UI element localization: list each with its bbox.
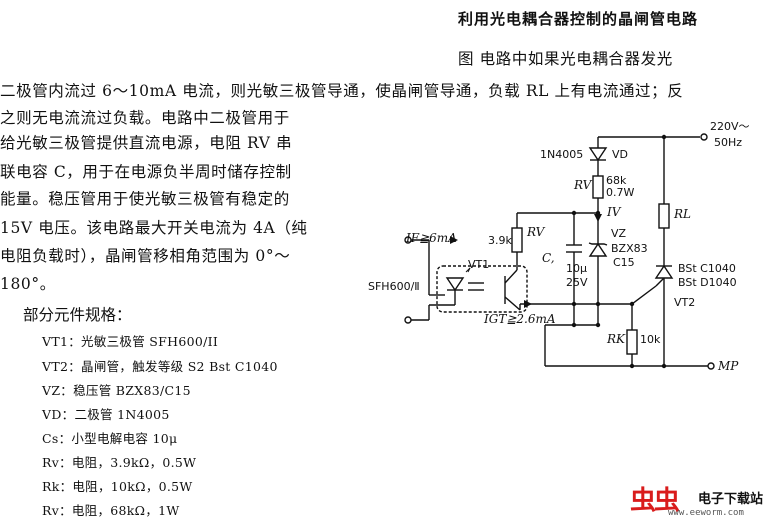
- vt1-label: VT1: [468, 258, 489, 271]
- site-logo: 虫虫 电子下载站 www.eeworm.com: [628, 478, 778, 522]
- paragraph-line: 15V 电压。该电路最大开关电流为 4A（纯: [0, 219, 308, 237]
- vd-part-label: 1N4005: [540, 148, 583, 161]
- page-title: 利用光电耦合器控制的晶闸管电路: [458, 10, 699, 28]
- spec-item: Rk：电阻，10kΩ，0.5W: [42, 479, 193, 494]
- paragraph-line: 二极管内流过 6～10mA 电流，则光敏三极管导通，使晶闸管导通，负载 RL 上…: [0, 82, 684, 100]
- rv-left-value: 3.9k: [488, 234, 512, 247]
- resistor-rk: [626, 329, 638, 355]
- igt-arrow: [524, 300, 532, 308]
- logo-name-text: 电子下载站: [698, 492, 764, 507]
- rv-top-label: RV: [573, 178, 593, 192]
- spec-heading: 部分元件规格：: [23, 306, 132, 324]
- opto-led: [445, 277, 465, 292]
- paragraph-line: 给光敏三极管提供直流电源，电阻 RV 串: [0, 134, 293, 152]
- input-terminal-top: [404, 236, 412, 244]
- resistor-rv-68k: [592, 175, 604, 199]
- supply-label: 220V～: [710, 120, 750, 133]
- logo-bug-text: 虫虫: [630, 486, 680, 516]
- opto-label: SFH600/Ⅱ: [368, 280, 420, 293]
- vt2-label: VT2: [674, 296, 695, 309]
- spec-item: VZ：稳压管 BZX83/C15: [42, 383, 191, 398]
- vz-label: VZ: [611, 227, 627, 240]
- scr-part-1: BSt C1040: [678, 262, 736, 275]
- paragraph-line: 能量。稳压管用于使光敏三极管有稳定的: [0, 190, 290, 208]
- vz-voltage-label: C15: [613, 256, 635, 269]
- rv-left-label: RV: [526, 225, 546, 239]
- input-terminal-bottom: [404, 316, 412, 324]
- if-arrow: [450, 236, 458, 244]
- rk-label: RK: [606, 332, 626, 346]
- thyristor-vt2: [654, 264, 674, 279]
- c-label: C,: [542, 251, 555, 265]
- resistor-rl: [658, 203, 670, 229]
- vd-label: VD: [612, 148, 628, 161]
- paragraph-line: 电阻负载时），晶闸管移相角范围为 0°～: [0, 247, 291, 265]
- rv-top-power: 0.7W: [606, 186, 634, 199]
- c-value: 10μ: [566, 262, 587, 275]
- diode-vd: [588, 147, 608, 162]
- scr-part-2: BSt D1040: [678, 276, 737, 289]
- mp-terminal: [707, 362, 715, 370]
- logo-url-text: www.eeworm.com: [668, 508, 744, 518]
- rv-top-value: 68k: [606, 174, 627, 187]
- iv-label: IV: [606, 205, 622, 219]
- mp-label: MP: [717, 359, 739, 373]
- paragraph-line: 联电容 C，用于在电源负半周时储存控制: [0, 163, 292, 181]
- spec-item: Rv：电阻，3.9kΩ，0.5W: [42, 455, 197, 470]
- spec-item: Rv：电阻，68kΩ，1W: [42, 503, 180, 518]
- rk-value: 10k: [640, 333, 661, 346]
- spec-item: VT2：晶闸管，触发等级 S2 Bst C1040: [42, 359, 278, 374]
- paragraph-line: 图 电路中如果光电耦合器发光: [458, 50, 673, 68]
- iv-arrow: [594, 214, 602, 222]
- paragraph-line: 之则无电流流过负载。电路中二极管用于: [0, 109, 290, 127]
- spec-item: VD：二极管 1N4005: [42, 407, 170, 422]
- igt-label: IGT≧2.6mA: [483, 312, 556, 326]
- c-voltage: 25V: [566, 276, 588, 289]
- paragraph-line: 180°。: [0, 275, 56, 293]
- rl-label: RL: [673, 207, 691, 221]
- zener-vz: [588, 242, 608, 257]
- resistor-rv-3k9: [511, 227, 523, 253]
- spec-item: Cs：小型电解电容 10μ: [42, 431, 178, 446]
- vz-part-label: BZX83: [611, 242, 648, 255]
- spec-item: VT1：光敏三极管 SFH600/II: [42, 334, 219, 349]
- if-label: IF≧6mA: [405, 231, 457, 245]
- supply-freq-label: 50Hz: [714, 136, 742, 149]
- supply-terminal: [700, 133, 708, 141]
